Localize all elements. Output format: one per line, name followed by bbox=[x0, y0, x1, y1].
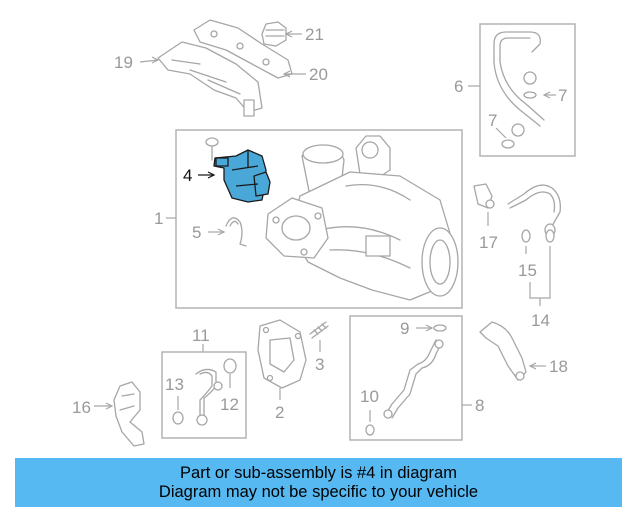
part-3-stud[interactable] bbox=[309, 321, 329, 339]
part-9-seal[interactable] bbox=[433, 324, 447, 332]
callout-1: 1 bbox=[154, 209, 163, 228]
part-18-hose[interactable] bbox=[479, 321, 527, 381]
callout-21: 21 bbox=[305, 25, 324, 44]
frame-group-1 bbox=[175, 129, 463, 309]
info-banner: Part or sub-assembly is #4 in diagram Di… bbox=[15, 458, 622, 507]
callout-7b: 7 bbox=[488, 111, 497, 130]
part-14-pipe[interactable] bbox=[507, 184, 561, 237]
part-4-highlighted[interactable] bbox=[213, 149, 271, 203]
part-7-seal-b[interactable] bbox=[501, 139, 515, 149]
part-2-gasket[interactable] bbox=[257, 319, 307, 389]
part-16-bracket[interactable] bbox=[113, 381, 145, 447]
part-8-pipe[interactable] bbox=[383, 339, 444, 419]
callout-5: 5 bbox=[192, 223, 201, 242]
callout-18: 18 bbox=[549, 357, 568, 376]
callout-2: 2 bbox=[275, 403, 284, 422]
part-1-turbocharger[interactable] bbox=[265, 135, 459, 301]
callout-15: 15 bbox=[518, 261, 537, 280]
banner-line-2: Diagram may not be specific to your vehi… bbox=[158, 482, 479, 501]
part-bolt[interactable] bbox=[205, 137, 219, 161]
part-7-seal-a[interactable] bbox=[523, 91, 537, 99]
part-15-seals[interactable] bbox=[521, 229, 555, 243]
frame-group-11 bbox=[161, 351, 247, 439]
callout-12: 12 bbox=[220, 395, 239, 414]
callout-10: 10 bbox=[360, 387, 379, 406]
frame-group-6 bbox=[479, 23, 576, 157]
part-6-pipe[interactable] bbox=[493, 31, 545, 137]
parts-diagram: 19 20 21 6 7 7 1 bbox=[72, 19, 576, 447]
part-11-pipe[interactable] bbox=[195, 368, 223, 426]
callout-17: 17 bbox=[479, 233, 498, 252]
banner-line-1: Part or sub-assembly is #4 in diagram bbox=[180, 463, 457, 482]
part-10-seal[interactable] bbox=[365, 424, 375, 436]
part-13-seal[interactable] bbox=[172, 411, 184, 425]
callout-4: 4 bbox=[183, 166, 192, 185]
callout-7a: 7 bbox=[558, 86, 567, 105]
callout-11: 11 bbox=[192, 326, 210, 345]
callout-19: 19 bbox=[114, 53, 133, 72]
part-17-fitting[interactable] bbox=[473, 183, 495, 209]
callout-9: 9 bbox=[400, 319, 409, 338]
part-19-heat-shield[interactable] bbox=[157, 41, 263, 117]
callout-6: 6 bbox=[454, 77, 463, 96]
part-21-cap[interactable] bbox=[261, 21, 287, 47]
callout-8: 8 bbox=[475, 396, 484, 415]
part-12-seal[interactable] bbox=[223, 358, 237, 374]
callout-3: 3 bbox=[315, 355, 324, 374]
callout-16: 16 bbox=[72, 398, 91, 417]
callout-14: 14 bbox=[531, 311, 550, 330]
part-5-clamp[interactable] bbox=[225, 217, 247, 247]
callout-20: 20 bbox=[309, 65, 328, 84]
frame-group-8 bbox=[349, 315, 463, 441]
callout-13: 13 bbox=[165, 375, 184, 394]
